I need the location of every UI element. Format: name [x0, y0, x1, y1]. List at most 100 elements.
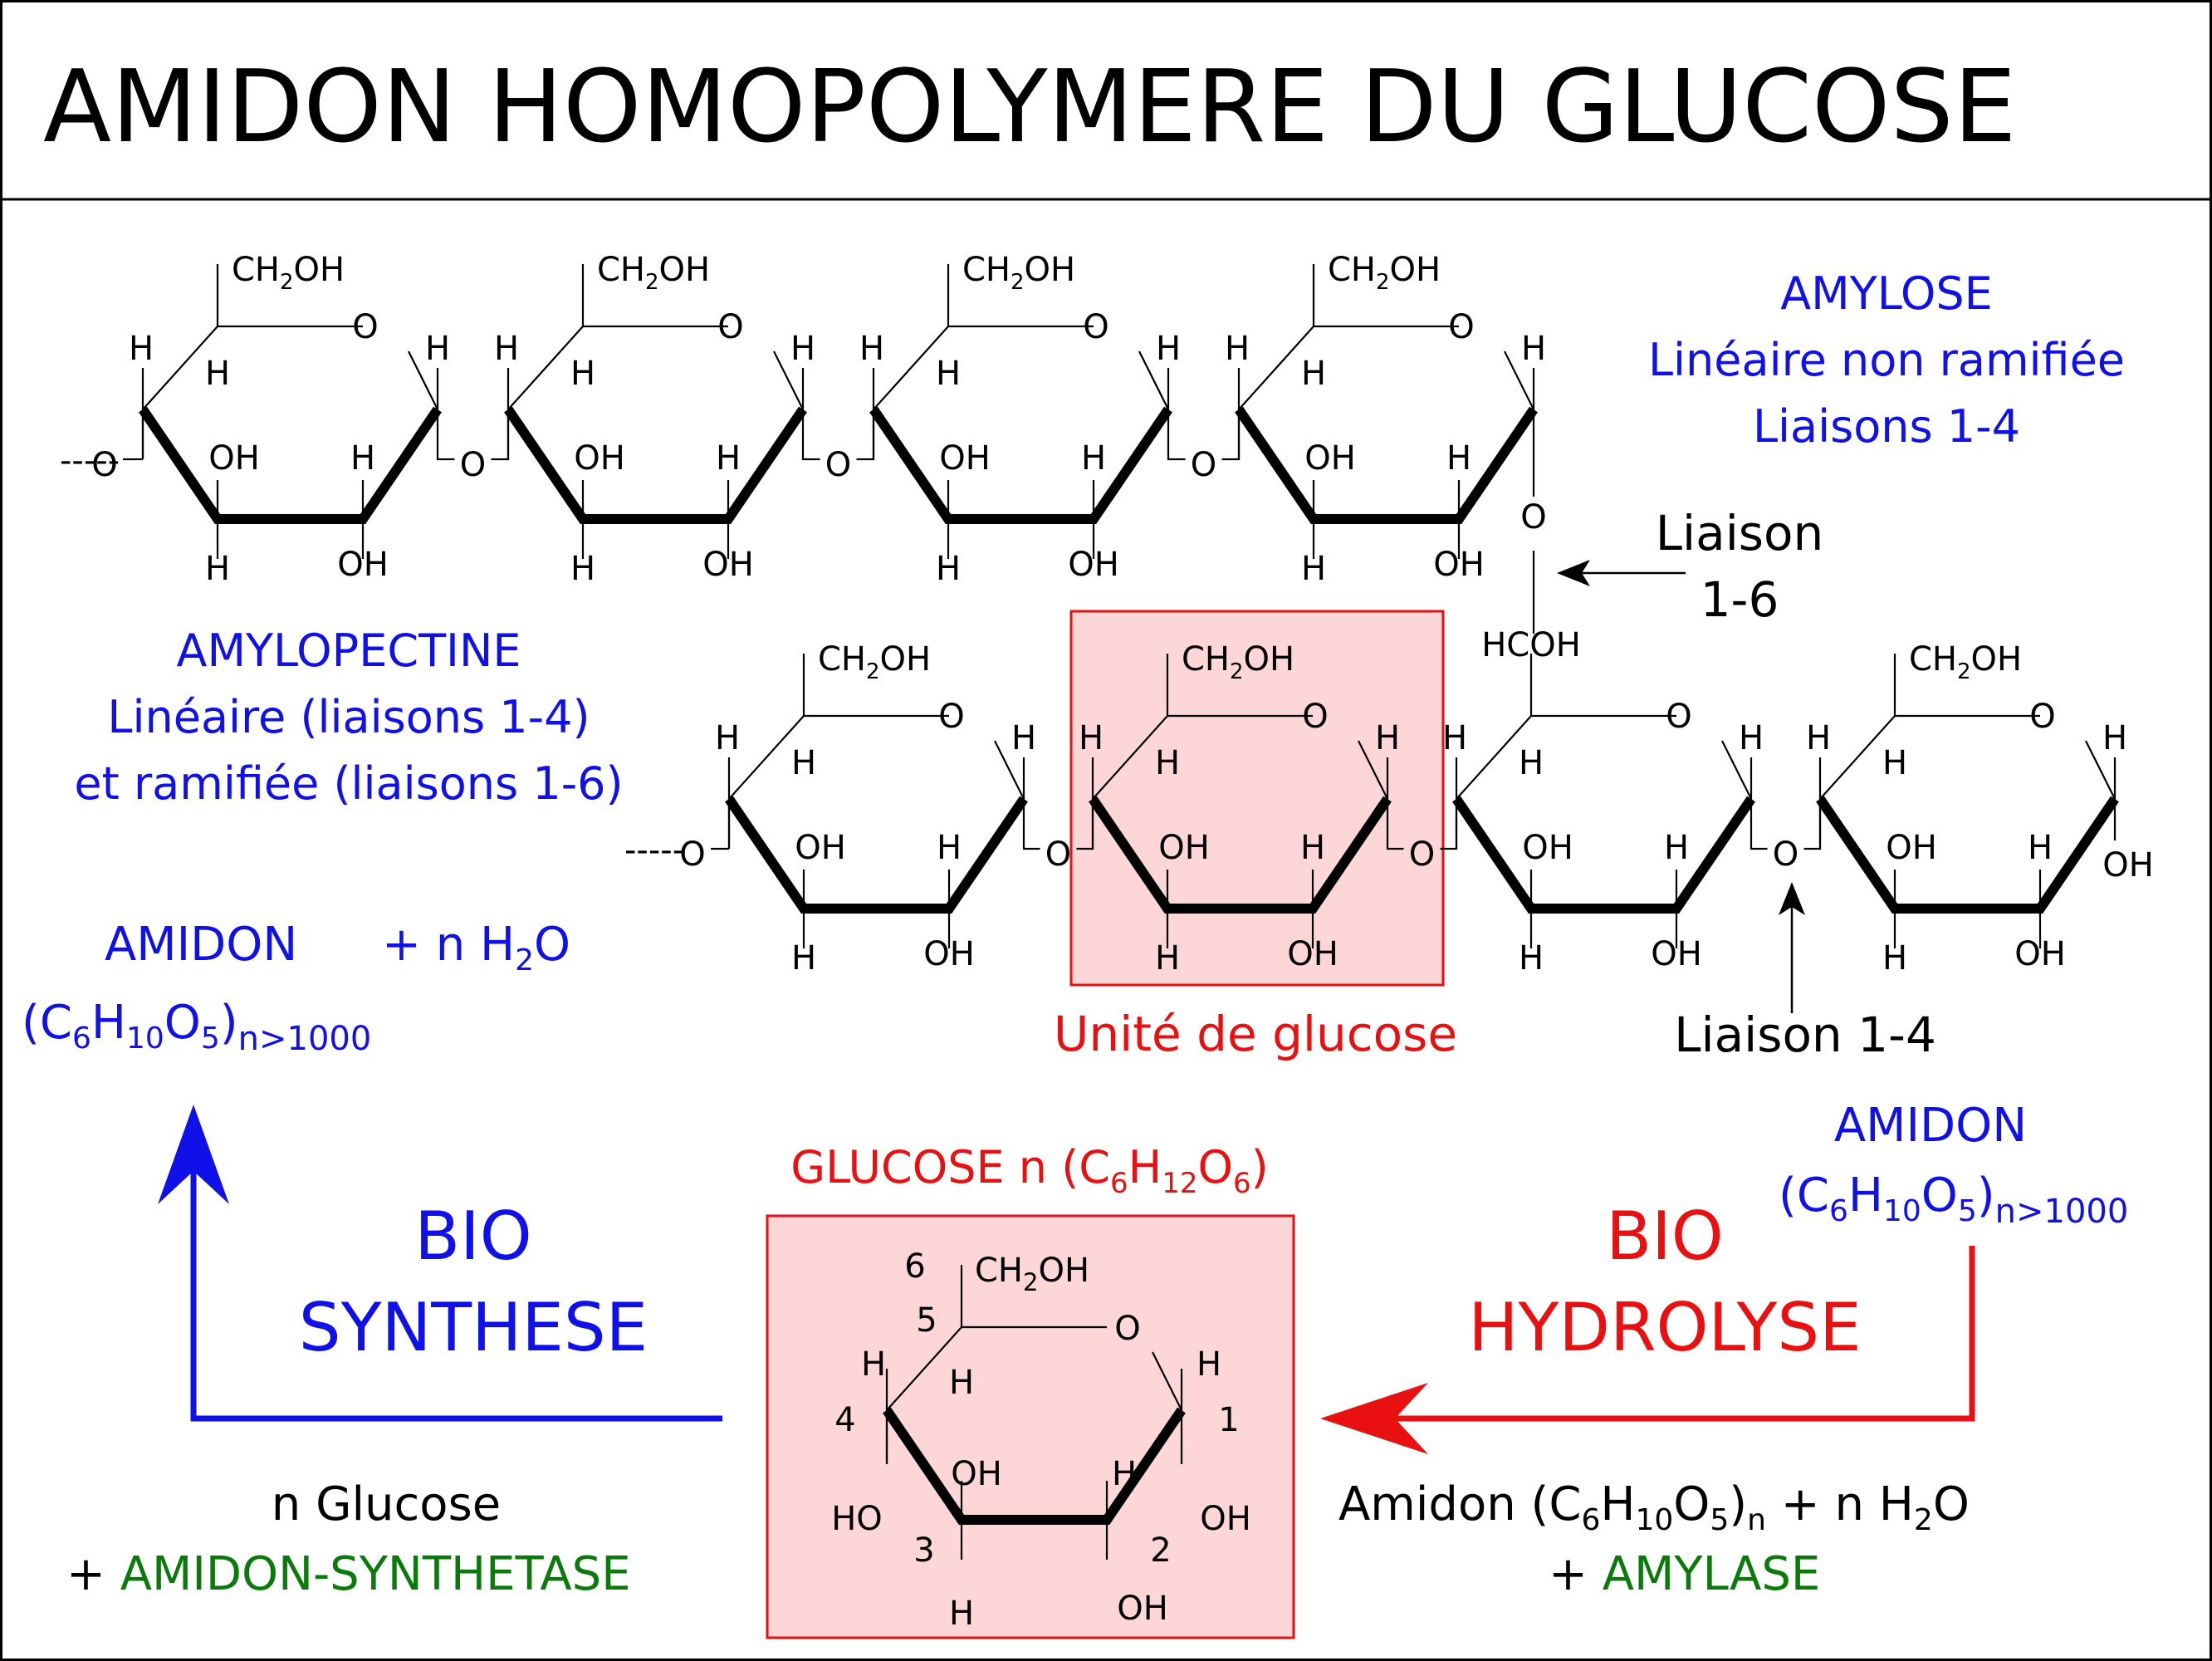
- hydroxyl-c3: OH: [939, 439, 991, 478]
- glycosidic-oxygen: O: [679, 835, 705, 874]
- hydroxyl-c2: OH: [1068, 546, 1119, 584]
- hydrogen-c3: H: [205, 550, 230, 588]
- biosynthese-arrow: [158, 1105, 722, 1422]
- amidon-left-water: + n H2O: [382, 918, 570, 977]
- hydrogen-c5: H: [1301, 355, 1326, 393]
- glycosidic-bond: [1386, 799, 1404, 850]
- hydroxyl-c2: OH: [923, 935, 975, 973]
- molecule-bonds: [123, 264, 2115, 1560]
- ch2oh-group: CH2OH: [1182, 640, 1294, 684]
- liaison-16-label-a: Liaison: [1656, 505, 1824, 561]
- ch2oh-group: CH2OH: [232, 251, 345, 295]
- liaison-14-label: Liaison 1-4: [1674, 1007, 1936, 1063]
- hydrogen-c2: H: [1446, 439, 1471, 478]
- carbon-number-1: 1: [1218, 1401, 1239, 1439]
- hydrogen-c5: H: [1519, 744, 1544, 782]
- biohydrolyse-arrow: [1320, 1246, 1975, 1454]
- glucose-residue-ring: [1820, 654, 2115, 948]
- amidon-left-formula: (C6H10O5)n>1000: [22, 996, 371, 1058]
- biosynthese-title-2: SYNTHESE: [299, 1289, 648, 1366]
- hydrogen-c4-top: H: [1079, 719, 1104, 757]
- hydroxyl-c3: OH: [1158, 829, 1210, 867]
- glycosidic-bond: [1221, 409, 1241, 461]
- glucose-formula-label: GLUCOSE n (C6H12O6): [790, 1141, 1268, 1200]
- hydroxyl-c3: OH: [1886, 829, 1937, 867]
- hydrogen-c5: H: [570, 355, 595, 393]
- biosynthese-reagent: n Glucose: [272, 1477, 501, 1531]
- amidon-left-name: AMIDON: [105, 918, 297, 972]
- hydroxyl-c3: OH: [795, 829, 846, 867]
- liaison-16-arrow: [1557, 560, 1686, 586]
- hydrogen-c3: H: [936, 550, 961, 588]
- glycosidic-oxygen: O: [825, 446, 851, 484]
- hydrogen-c1: H: [1197, 1345, 1221, 1384]
- hydrogen-c3: H: [1519, 939, 1544, 977]
- glycosidic-bond: [436, 409, 455, 461]
- biohydrolyse-title-1: BIO: [1606, 1198, 1723, 1275]
- amylose-desc: Linéaire non ramifiée: [1648, 334, 2125, 386]
- branch-oxygen-16: O: [1520, 498, 1546, 537]
- hydrogen-c5: H: [205, 355, 230, 393]
- hydrogen-c3: H: [1882, 939, 1907, 977]
- hydrogen-c4-top: H: [1442, 719, 1467, 757]
- glycosidic-oxygen: O: [460, 446, 486, 484]
- carbon-number-3: 3: [913, 1531, 934, 1570]
- amidon-right-formula: (C6H10O5)n>1000: [1779, 1169, 2128, 1231]
- hydrogen-c5: H: [1155, 744, 1180, 782]
- amylopectine-bonds: et ramifiée (liaisons 1-6): [74, 757, 623, 810]
- hydrogen-c3: H: [1155, 939, 1180, 977]
- hydrogen-c4-top: H: [1225, 330, 1250, 368]
- amylopectine-desc: Linéaire (liaisons 1-4): [107, 691, 590, 743]
- hydroxyl-c2: OH: [1117, 1590, 1168, 1628]
- hydrogen-c2: H: [1112, 1455, 1137, 1493]
- liaison-14-arrow: [1779, 882, 1805, 1013]
- ch2oh-group: CH2OH: [975, 1252, 1089, 1296]
- biohydrolyse-equation: Amidon (C6H10O5)n + n H2O: [1338, 1477, 1970, 1537]
- hydrogen-c3: H: [949, 1595, 974, 1633]
- glucose-molecule-box: [766, 1214, 1295, 1639]
- ch2oh-group: CH2OH: [818, 640, 931, 684]
- chain-continuation-dots: -----: [60, 442, 120, 480]
- hydrogen-c4-top: H: [1806, 719, 1831, 757]
- hydrogen-c3: H: [1301, 550, 1326, 588]
- hydrogen-c1: H: [1739, 719, 1764, 757]
- glycosidic-oxygen: O: [1773, 835, 1798, 874]
- glucose-residue-ring: [1239, 264, 1534, 559]
- glycosidic-bond: [1750, 799, 1768, 850]
- hydrogen-c4-top: H: [859, 330, 884, 368]
- ring-oxygen: O: [717, 308, 743, 346]
- hydroxyl-c1: OH: [1200, 1500, 1251, 1538]
- carbon-number-2: 2: [1150, 1531, 1171, 1570]
- ring-oxygen: O: [2029, 698, 2055, 736]
- hydrogen-c1: H: [1375, 719, 1400, 757]
- amylopectine-label: AMYLOPECTINE Linéaire (liaisons 1-4) et …: [74, 625, 623, 810]
- hydrogen-c2: H: [350, 439, 375, 478]
- glycosidic-bond: [1076, 799, 1094, 850]
- glucose-residue-ring: [143, 264, 438, 559]
- hydrogen-c1: H: [790, 330, 815, 368]
- hydroxyl-c2: OH: [702, 546, 754, 584]
- hydroxyl-c3: OH: [951, 1455, 1002, 1493]
- chain-continuation-dots: -----: [624, 831, 684, 870]
- hydrogen-c5: H: [949, 1364, 974, 1402]
- ring-oxygen: O: [352, 308, 378, 346]
- biohydrolyse-enzyme-line: + AMYLASE: [1549, 1547, 1820, 1601]
- page-title: AMIDON HOMOPOLYMERE DU GLUCOSE: [43, 50, 2017, 165]
- hydroxyl-c1-terminal: OH: [2102, 846, 2154, 884]
- glucose-residue-ring: [874, 264, 1168, 559]
- hydroxyl-c2: OH: [1287, 935, 1338, 973]
- glucose-unit-box: [1069, 610, 1445, 987]
- glycosidic-oxygen: O: [1191, 446, 1216, 484]
- ring-oxygen: O: [938, 698, 964, 736]
- glycosidic-oxygen: O: [91, 446, 117, 484]
- glycosidic-bond: [1167, 409, 1186, 461]
- hcoh-group: HCOH: [1481, 626, 1581, 664]
- glucose-residue-ring: [1456, 654, 1751, 948]
- hydrogen-c4-top: H: [715, 719, 740, 757]
- hydroxyl-c3: OH: [1304, 439, 1356, 478]
- hydroxyl-c2: OH: [1433, 546, 1485, 584]
- hydrogen-c5: H: [791, 744, 816, 782]
- hydrogen-c4-top: H: [494, 330, 519, 368]
